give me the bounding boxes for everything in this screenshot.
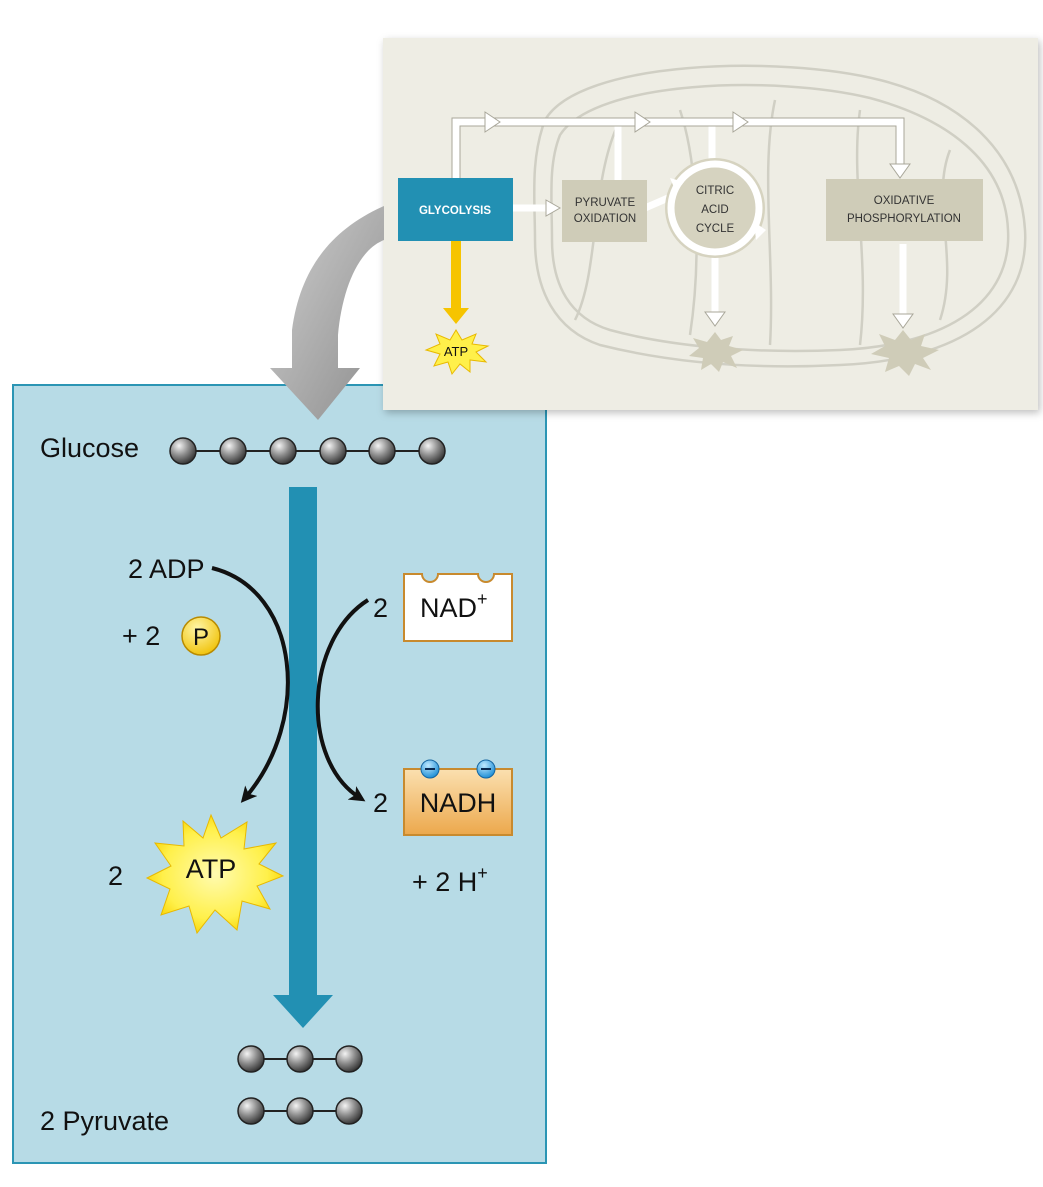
svg-text:NAD+: NAD+ xyxy=(420,589,488,623)
oxphos-atp-burst-icon xyxy=(871,330,939,376)
arrowhead-icon xyxy=(634,111,651,133)
glucose-molecule xyxy=(169,437,446,465)
nadh-formation-arrow xyxy=(315,598,370,802)
nadh-box: NADH xyxy=(403,768,513,836)
overview-flow-lines xyxy=(452,118,907,318)
citric-acid-cycle-label-line2: ACID xyxy=(701,204,728,216)
overview-flow-lines-outline xyxy=(451,117,905,180)
pyruvate-molecule xyxy=(237,1097,363,1125)
nadh-label: NADH xyxy=(420,788,497,818)
atp-burst-icon: ATP xyxy=(145,813,285,935)
atp-coefficient: 2 xyxy=(108,861,123,891)
carbon-atom xyxy=(237,1097,265,1125)
carbon-atom xyxy=(319,437,347,465)
carbon-atom xyxy=(237,1045,265,1073)
glucose-label: Glucose xyxy=(40,433,139,463)
glycolysis-atp-arrow xyxy=(443,241,469,324)
nad-charge: + xyxy=(477,589,488,609)
nad-label: NAD xyxy=(420,593,477,623)
cycle-arrowhead-icon xyxy=(754,222,766,240)
nadh-coefficient: 2 xyxy=(373,788,388,818)
electron-icon xyxy=(476,759,496,779)
carbon-atom xyxy=(169,437,197,465)
protons-label: + 2 H xyxy=(412,867,477,897)
pyruvate-oxidation-stage-box xyxy=(562,180,647,242)
electron-icon xyxy=(420,759,440,779)
pyruvate-oxidation-label-line1: PYRUVATE xyxy=(575,197,636,209)
nad-box: NAD+ xyxy=(403,573,513,642)
pyruvate-oxidation-label-line2: OXIDATION xyxy=(574,213,636,225)
glycolysis-flow-arrow xyxy=(273,487,333,1028)
arrowhead-icon xyxy=(892,313,914,329)
carbon-atom xyxy=(219,437,247,465)
carbon-atom xyxy=(286,1045,314,1073)
pyruvate-molecule xyxy=(237,1045,363,1073)
phosphate-symbol: P xyxy=(193,624,209,651)
glycolysis-stage-box xyxy=(398,178,513,241)
carbon-atom xyxy=(269,437,297,465)
citric-acid-atp-burst-icon xyxy=(689,332,743,372)
arrowhead-icon xyxy=(484,111,501,133)
glycolysis-stage-label: GLYCOLYSIS xyxy=(419,205,491,217)
carbon-atom xyxy=(335,1097,363,1125)
pyruvate-label: 2 Pyruvate xyxy=(40,1106,169,1136)
nad-coefficient: 2 xyxy=(373,593,388,623)
citric-acid-cycle-label-line3: CYCLE xyxy=(696,223,735,235)
zoom-in-arrow xyxy=(270,206,384,420)
oxidative-phosphorylation-label-line2: PHOSPHORYLATION xyxy=(847,213,961,225)
overview-atp-label: ATP xyxy=(444,344,468,359)
arrowhead-icon xyxy=(545,199,562,217)
cycle-arrowhead-icon xyxy=(670,178,684,192)
phosphate-icon: P xyxy=(181,616,221,656)
carbon-atom xyxy=(286,1097,314,1125)
oxidative-phosphorylation-label-line1: OXIDATIVE xyxy=(874,195,935,207)
svg-text:+ 2 H+: + 2 H+ xyxy=(412,863,488,897)
phosphate-coefficient: + 2 xyxy=(122,621,160,651)
overview-atp-burst-icon: ATP xyxy=(424,329,490,376)
oxidative-phosphorylation-stage-box xyxy=(826,179,983,241)
citric-acid-cycle-label-line1: CITRIC xyxy=(696,185,734,197)
glycolysis-detail-panel: Glucose 2 ADP + 2 P 2 ATP 2 xyxy=(12,384,547,1164)
arrowhead-icon xyxy=(732,111,749,133)
atp-label: ATP xyxy=(186,854,237,884)
proton-charge: + xyxy=(477,863,488,883)
arrowhead-icon xyxy=(889,163,911,179)
atp-formation-arrow xyxy=(211,566,290,803)
respiration-overview-inset: GLYCOLYSIS PYRUVATE OXIDATION CITRIC ACI… xyxy=(383,38,1038,410)
carbon-atom xyxy=(418,437,446,465)
citric-acid-cycle-stage: CITRIC ACID CYCLE xyxy=(665,158,766,258)
adp-label: 2 ADP xyxy=(128,554,205,584)
arrowhead-icon xyxy=(704,311,726,327)
carbon-atom xyxy=(335,1045,363,1073)
carbon-atom xyxy=(368,437,396,465)
